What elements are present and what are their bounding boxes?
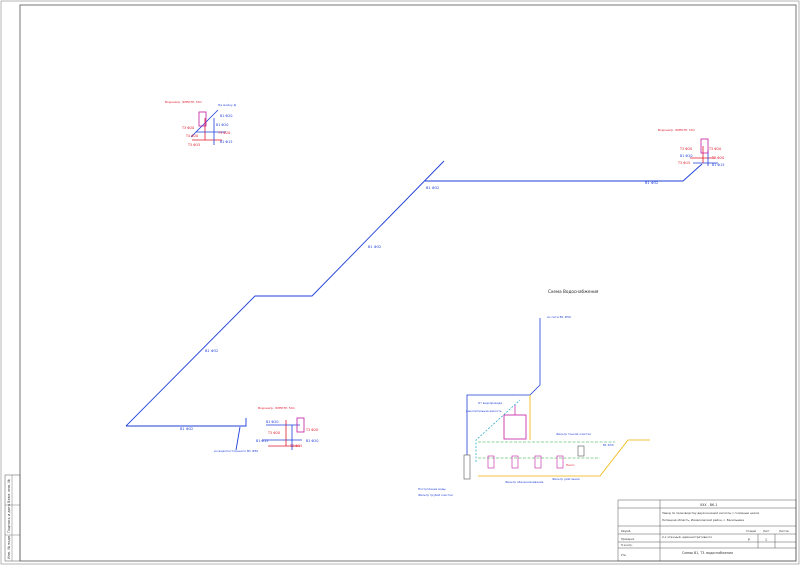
bottom-run-pipe [126, 418, 247, 427]
main-water-line [125, 160, 703, 451]
riser-top-pipe [466, 318, 541, 455]
side-strip-label-2: Подпись и дата [7, 504, 11, 533]
unit-label-3: Т3 Ф20 [267, 431, 280, 435]
sheet-header: Лист [763, 529, 770, 533]
main-pipe-label-5: В1 Ф32 [180, 427, 193, 431]
main-pipe-labels: В1 Ф32 В1 Ф32 В1 Ф32 В1 Ф32 В1 Ф32 из во… [180, 181, 658, 453]
station-label-5: Фильтр обезжелезивания [505, 480, 544, 484]
top-run-pipe [425, 163, 703, 182]
station-label-7: Насос [566, 463, 575, 467]
unit-label-4: В1 Ф20 [306, 439, 318, 443]
heater-label: Водонагр. ЭЛЕКТР. 50л [658, 128, 695, 132]
unit-note: На мойку Д [218, 103, 237, 107]
project-name: Завод по производству двухосновной кисло… [662, 511, 759, 515]
station-label-6: Фильтр умягчения [552, 477, 580, 481]
main-pipe-label-1: В1 Ф32 [426, 186, 439, 190]
side-strip-label-1: Взам. инв. № [7, 479, 11, 503]
drawing-code: ХХХ - ВК-1 [700, 503, 717, 507]
riser-left-label: из водопостоянного В1 Ф50 [214, 449, 258, 453]
water-heater-icon [700, 138, 709, 154]
row-label-3: Н.контр. [621, 543, 633, 547]
unit-label-2: В1 Ф20 [266, 420, 278, 424]
unit-label-5: Т3 Ф20 [217, 131, 230, 135]
heater-label: Водонагр. ЭЛЕКТР. 50л [258, 406, 295, 410]
row-label-2: Проверил [621, 537, 635, 541]
unit-label-4: Т3 Ф20 [711, 156, 724, 160]
side-strip: Взам. инв. № Подпись и дата Инв. № подл. [4, 474, 21, 562]
filter-1-icon [487, 455, 495, 469]
stage-value: Р [748, 538, 750, 542]
sheet-value: 1 [765, 538, 767, 542]
filter-5-icon [577, 445, 585, 457]
yellow-pipe [478, 439, 650, 477]
riser-top-label: из сети В1 Ф50 [547, 315, 571, 319]
building-name: 2-х этажный. административного [662, 535, 712, 539]
pump-icon [463, 454, 471, 480]
project-address: Липецкая область, Измалковский район, с.… [662, 518, 744, 522]
sheet-name: Схемы В1, Т3. водоснабжения [682, 551, 733, 555]
scheme-title: Схема Водоснабжения [548, 289, 599, 294]
unit-label-4: В1 Ф20 [216, 123, 228, 127]
storage-tank-icon [503, 414, 527, 440]
unit-label-6: Т3 Ф15 [677, 161, 690, 165]
unit-label-6: В1 Ф15 [220, 140, 232, 144]
unit-label-1: Т3 Ф20 [679, 147, 692, 151]
main-pipe-label-3: В1 Ф32 [368, 245, 381, 249]
unit-label-2: Т3 Ф20 [708, 147, 721, 151]
unit-label-2: В1 Ф20 [220, 114, 232, 118]
water-station: из сети В1 Ф50 От водопровода накопитель… [418, 315, 650, 497]
unit-bottom-left: Водонагр. ЭЛЕКТР. 50л Т3 Ф20 В1 Ф20 Т3 Ф… [256, 406, 318, 450]
station-label-8: Поступление воды [418, 487, 446, 491]
unit-label-6: В1 Ф15 [256, 439, 268, 443]
unit-label-3: В1 Ф20 [680, 154, 692, 158]
main-pipe-label-4: В1 Ф32 [205, 349, 218, 353]
heater-label: Водонагр. ЭЛЕКТР. 50л [165, 100, 202, 104]
title-block [617, 499, 797, 562]
unit-top-right: Водонагр. ЭЛЕКТР. 50л Т3 Ф20 Т3 Ф20 В1 Ф… [658, 128, 724, 167]
water-heater-icon [296, 417, 305, 433]
riser-down-pipe [235, 426, 241, 451]
main-pipe [125, 160, 445, 427]
station-label-4: В1 Ф50 [603, 443, 614, 447]
unit-label-7: Т3 Ф15 [187, 143, 200, 147]
filter-3-icon [534, 455, 542, 469]
row-label-1: Разраб. [621, 529, 631, 533]
inner-frame [19, 4, 797, 562]
station-label-3: Фильтр тонкой очистки [556, 432, 591, 436]
unit-label-5: Т3 Ф15 [289, 444, 302, 448]
stage-header: Стадия [746, 529, 756, 533]
filter-4-icon [556, 455, 564, 469]
unit-label-1: Т3 Ф20 [181, 126, 194, 130]
unit-top-left: Водонагр. ЭЛЕКТР. 50л Т3 Ф20 В1 Ф20 Т4 Ф… [165, 100, 237, 147]
station-label-9: Фильтр грубой очистки [418, 493, 453, 497]
unit-label-1: Т3 Ф20 [305, 428, 318, 432]
sheets-header: Листов [779, 529, 789, 533]
station-label-1: От водопровода [478, 401, 502, 405]
side-strip-label-3: Инв. № подл. [7, 535, 11, 559]
water-heater-icon [198, 111, 207, 127]
unit-label-5: В1 Ф15 [712, 163, 724, 167]
filter-2-icon [511, 455, 519, 469]
unit-label-3: Т4 Ф20 [185, 134, 198, 138]
row-label-4: Утв. [621, 553, 627, 557]
main-pipe-label-2: В1 Ф32 [645, 181, 658, 185]
title-block-text: ХХХ - ВК-1 Завод по производству двухосн… [621, 503, 789, 557]
station-label-2: накопительная емкость [466, 409, 502, 413]
